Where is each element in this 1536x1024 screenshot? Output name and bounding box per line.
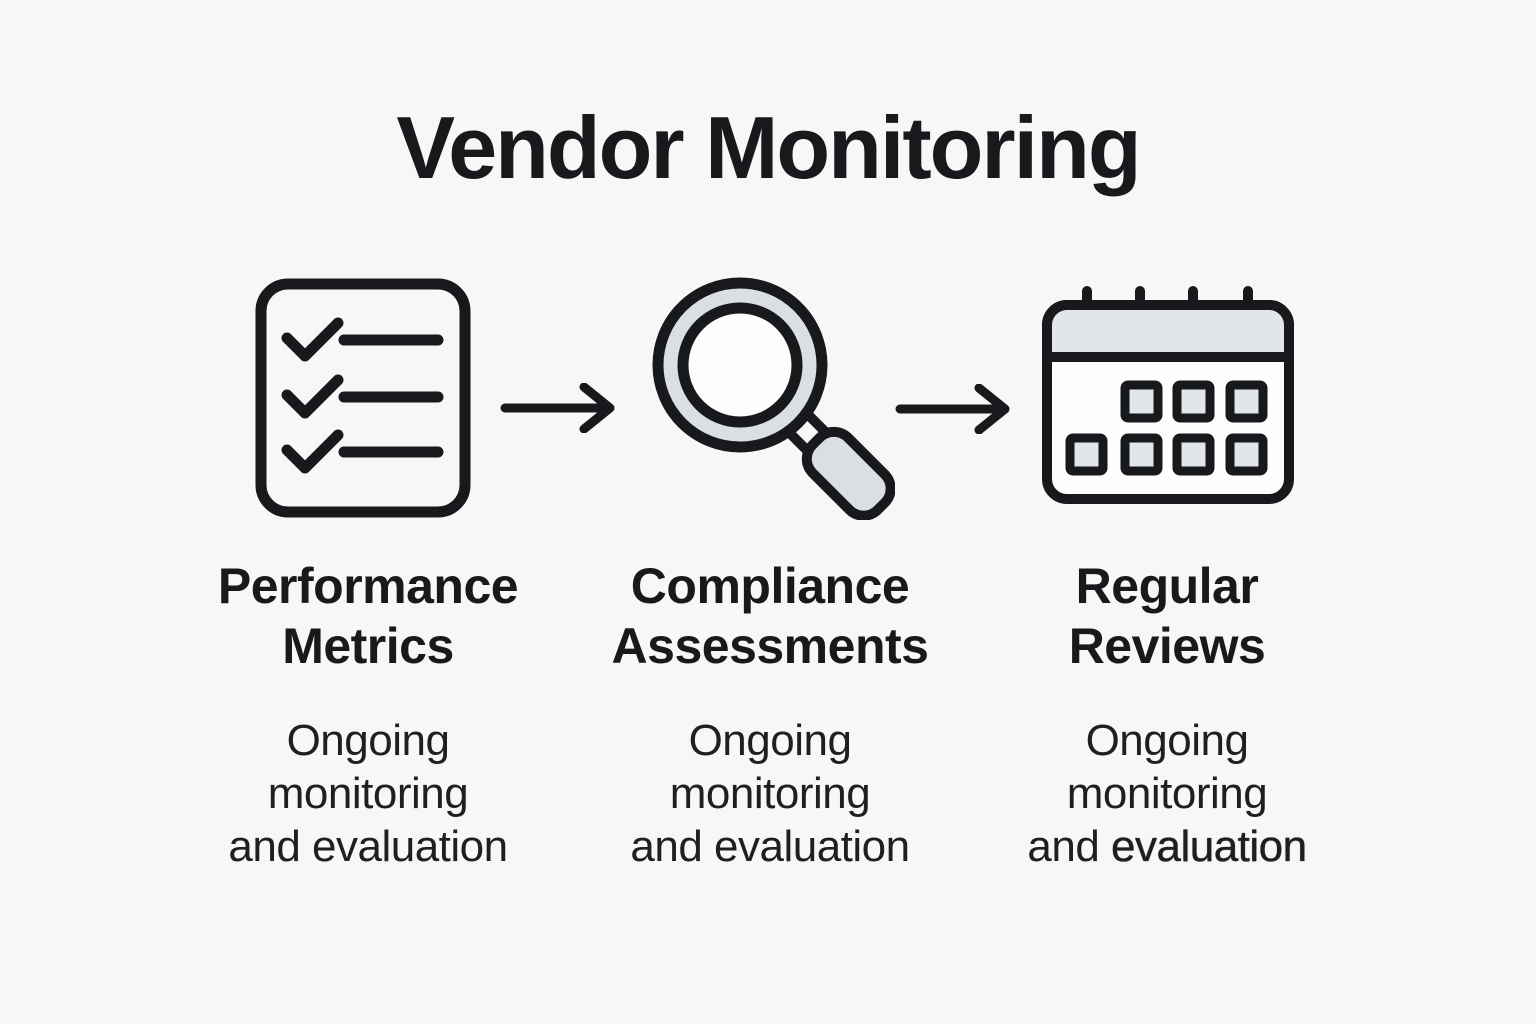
step-description-emphasis: evaluation <box>1111 822 1307 872</box>
step-performance-metrics: Performance Metrics Ongoing monitoring a… <box>168 556 568 874</box>
magnifier-icon-svg <box>652 277 895 520</box>
arrow-right-icon-svg <box>895 384 1010 434</box>
checklist-icon-svg <box>255 278 471 518</box>
arrow-right-icon <box>895 384 1020 434</box>
step-compliance-assessments: Compliance Assessments Ongoing monitorin… <box>570 556 970 874</box>
page-title: Vendor Monitoring <box>396 98 1141 197</box>
step-description: Ongoing monitoring and evaluation <box>967 714 1367 874</box>
arrow-right-icon-svg <box>500 383 615 433</box>
step-heading: Compliance Assessments <box>611 558 929 674</box>
checklist-icon <box>255 278 471 518</box>
step-description: Ongoing monitoring and evaluation <box>630 716 910 872</box>
step-heading: Performance Metrics <box>217 558 519 674</box>
step-regular-reviews: Regular Reviews Ongoing monitoring and e… <box>967 556 1367 874</box>
arrow-right-icon <box>500 383 625 433</box>
calendar-icon <box>1040 286 1296 508</box>
calendar-icon-svg <box>1042 286 1294 504</box>
step-heading: Regular Reviews <box>1068 558 1266 674</box>
magnifier-icon <box>645 270 895 520</box>
step-description-regular: Ongoing monitoring and <box>1027 716 1268 872</box>
step-description: Ongoing monitoring and evaluation <box>228 716 508 872</box>
